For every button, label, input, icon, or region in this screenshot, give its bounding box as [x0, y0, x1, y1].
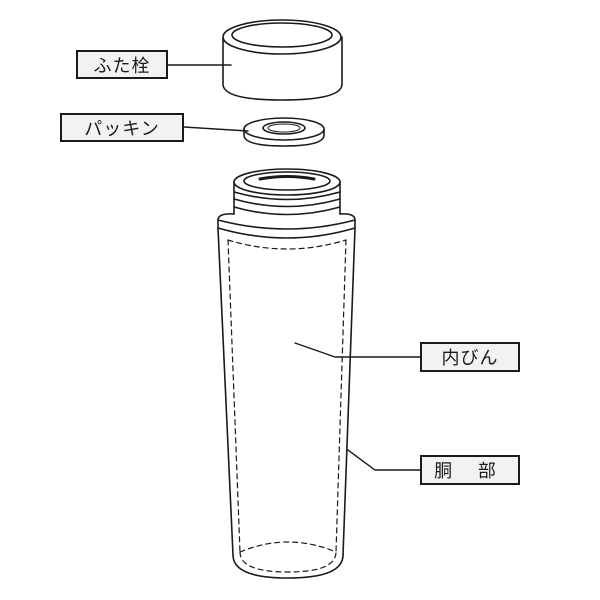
bottle-neck [233, 168, 341, 216]
label-inner-bottle: 内びん [420, 342, 520, 372]
packing-ring [243, 117, 325, 147]
cap-plug [222, 19, 343, 101]
inner-bottle-dashed [227, 239, 347, 573]
label-packing: パッキン [60, 113, 184, 142]
leader-body [347, 449, 421, 471]
label-body: 胴 部 [420, 455, 520, 485]
leader-inner-bottle [294, 342, 421, 358]
leader-lines [167, 64, 421, 471]
leader-packing [183, 126, 249, 132]
label-cap-plug: ふた栓 [76, 50, 168, 79]
bottle-body [217, 213, 356, 579]
